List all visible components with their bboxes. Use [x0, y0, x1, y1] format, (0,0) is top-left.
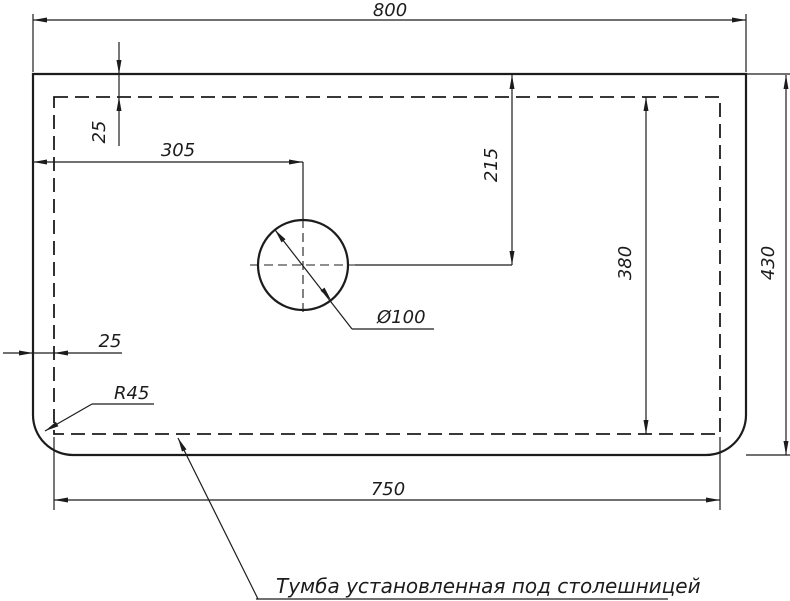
- arrow-up-icon: [643, 97, 649, 111]
- hole-centerlines: [250, 162, 512, 314]
- arrow-up-icon: [783, 75, 789, 89]
- arrow-right-icon: [289, 159, 303, 165]
- dim-overall-depth: 430: [746, 73, 790, 456]
- arrow-up-icon: [509, 75, 515, 89]
- arrow-downright-icon: [320, 287, 332, 301]
- arrow-down-icon: [783, 441, 789, 455]
- arrow-up-icon: [116, 97, 122, 111]
- arrow-left-icon: [33, 17, 47, 23]
- dim-top-inset: 25: [89, 42, 122, 146]
- arrow-down-icon: [509, 251, 515, 265]
- arrow-left-icon: [54, 350, 68, 356]
- dim-cabinet-width: 750: [53, 437, 721, 510]
- callout-corner-radius: R45: [44, 383, 154, 432]
- dim-cabinet-depth: 380: [615, 97, 649, 434]
- arrow-upleft-icon: [274, 229, 286, 243]
- callout-hole-diameter: Ø100: [274, 229, 434, 330]
- dim-label-overall-width: 800: [373, 0, 407, 21]
- arrow-right-icon: [19, 350, 33, 356]
- arrow-right-icon: [732, 17, 746, 23]
- dim-label-hole-offset-x: 305: [161, 140, 195, 161]
- dim-hole-offset-x: 305: [33, 140, 303, 165]
- dim-label-hole-offset-y: 215: [481, 148, 502, 182]
- arrow-upleft-icon: [178, 438, 187, 452]
- dim-left-inset: 25: [3, 331, 122, 356]
- countertop-outline: [31, 72, 748, 457]
- dim-label-overall-depth: 430: [758, 246, 779, 280]
- cabinet-dashed-outline: [53, 96, 721, 435]
- note-cabinet: Тумба установленная под столешницей: [177, 437, 701, 600]
- arrow-down-icon: [116, 60, 122, 74]
- arrow-right-icon: [706, 497, 720, 503]
- note-label: Тумба установленная под столешницей: [276, 574, 701, 598]
- arrow-down-icon: [643, 420, 649, 434]
- dim-label-cabinet-width: 750: [371, 479, 405, 500]
- dim-hole-offset-y: 215: [481, 75, 515, 265]
- arrow-downleft-icon: [45, 421, 59, 431]
- dim-label-left-inset: 25: [99, 331, 122, 352]
- arrow-left-icon: [54, 497, 68, 503]
- arrow-left-icon: [33, 159, 47, 165]
- dim-label-cabinet-depth: 380: [615, 246, 636, 280]
- dim-label-top-inset: 25: [89, 121, 110, 144]
- dim-overall-width: 800: [32, 0, 747, 72]
- dim-label-corner-radius: R45: [114, 383, 149, 404]
- dim-label-hole-diameter: Ø100: [376, 307, 426, 328]
